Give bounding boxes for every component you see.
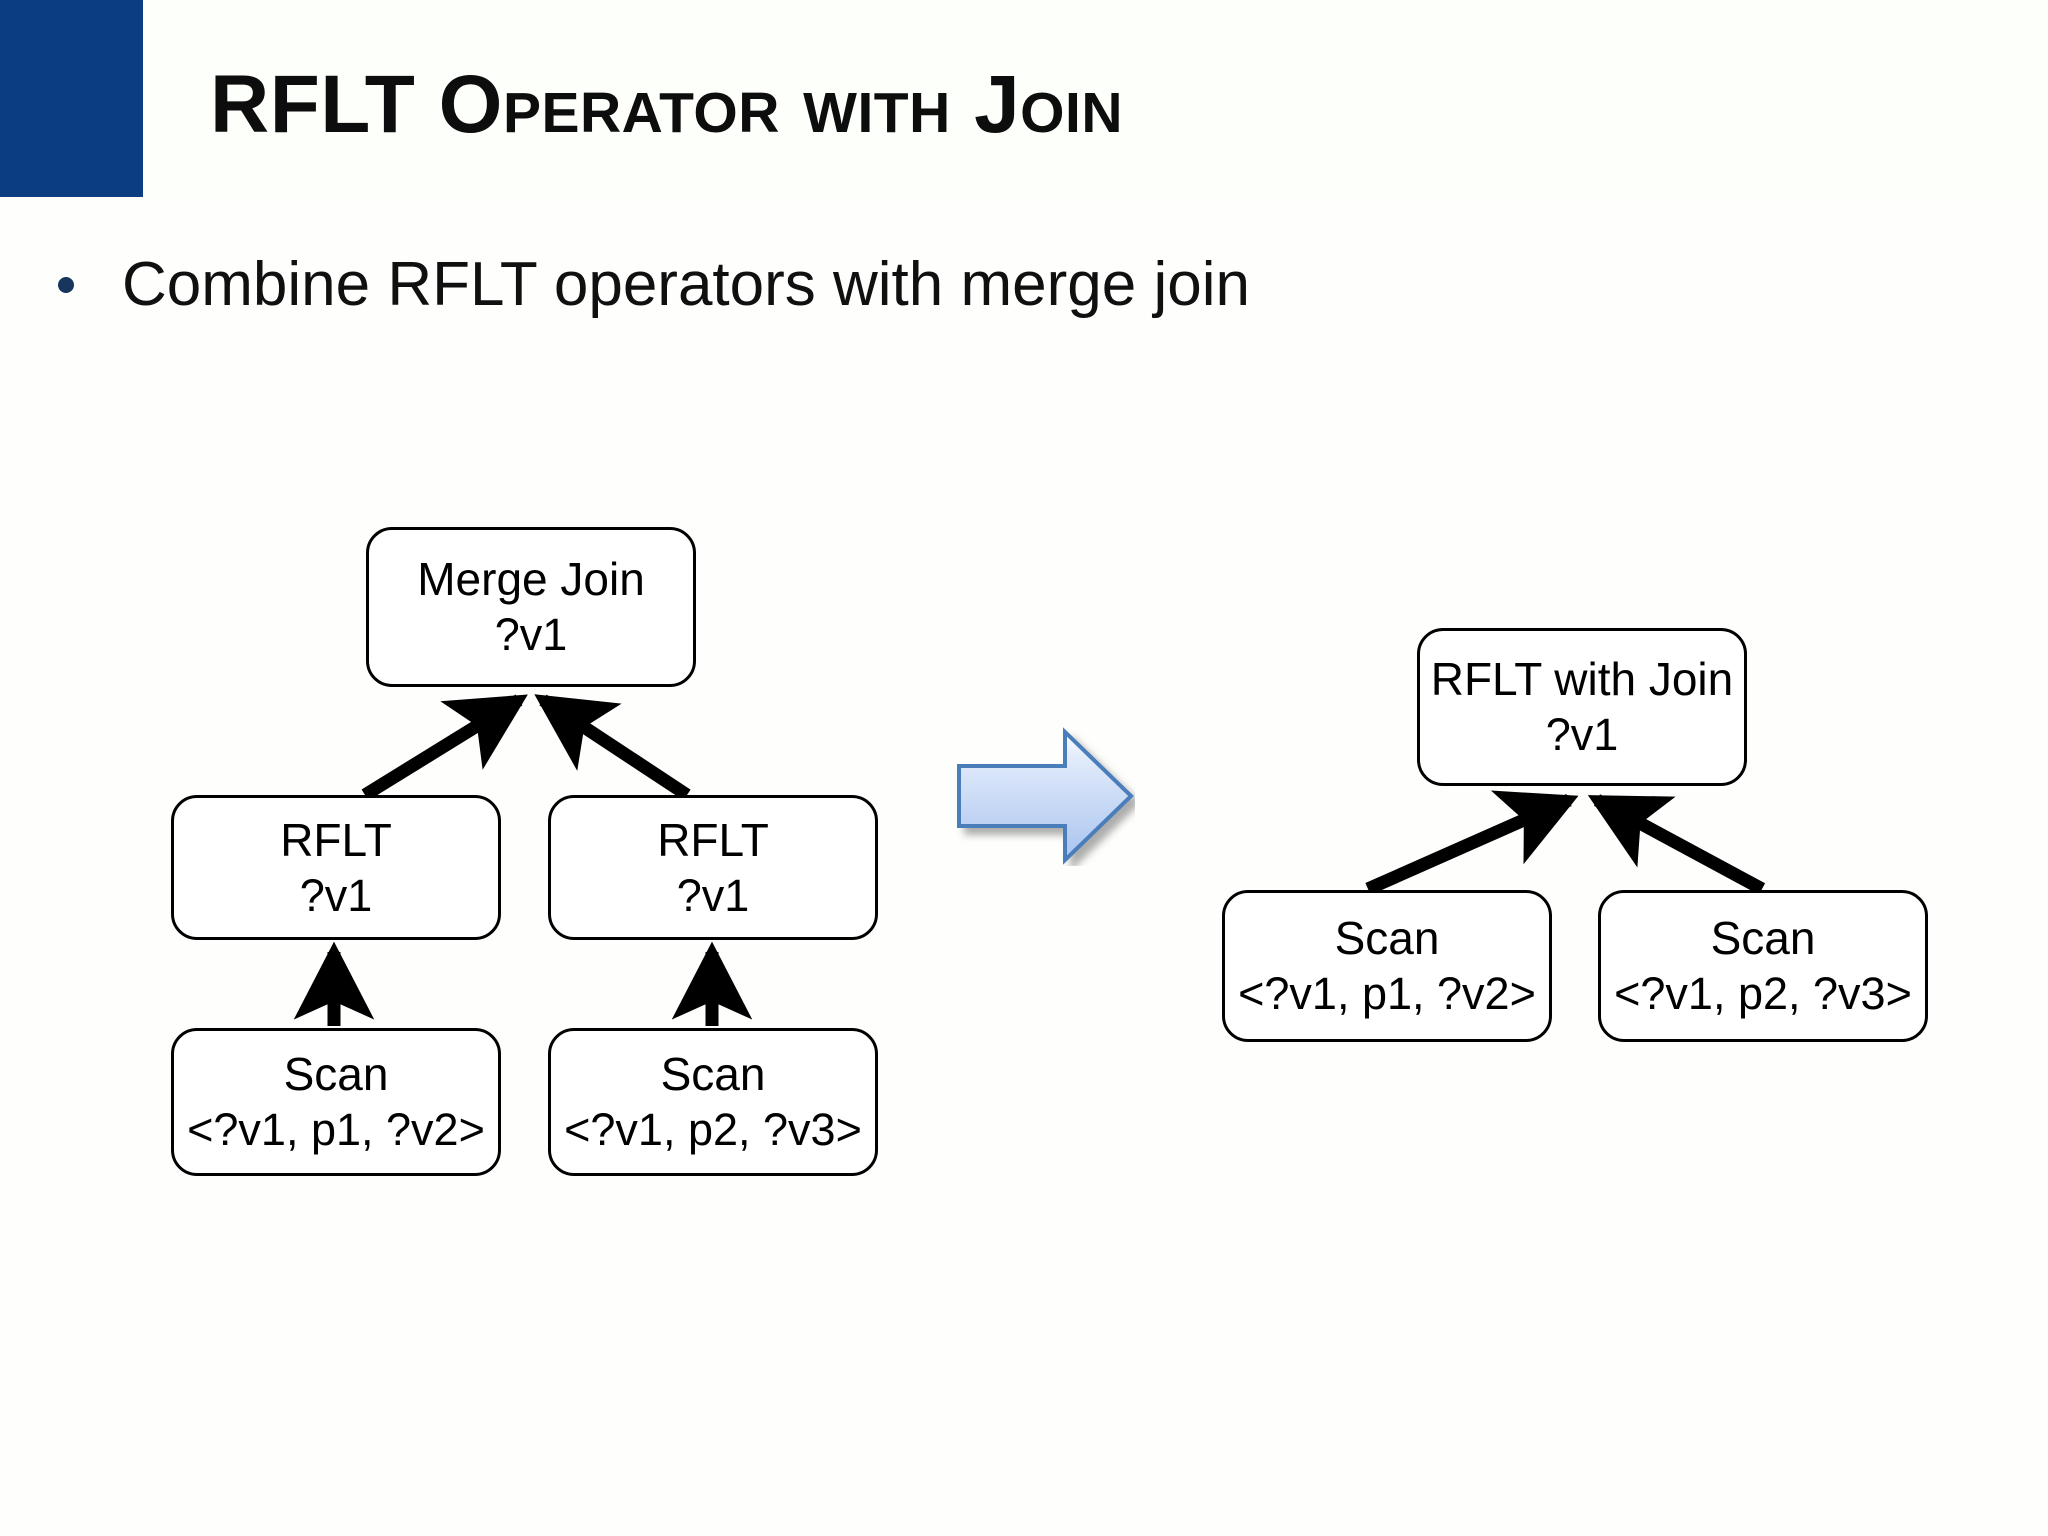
node-title: Scan xyxy=(1710,912,1816,964)
node-scan-right-merged[interactable]: Scan <?v1, p2, ?v3> xyxy=(1598,890,1928,1042)
slide-header: RFLT Operator with Join xyxy=(0,0,2048,198)
node-subtitle: <?v1, p2, ?v3> xyxy=(1614,968,1912,1019)
bullet-list-item: Combine RFLT operators with merge join xyxy=(50,240,1850,330)
node-rflt-left[interactable]: RFLT ?v1 xyxy=(171,795,501,940)
node-title: RFLT xyxy=(280,813,392,866)
node-title: RFLT xyxy=(657,813,769,866)
node-subtitle: <?v1, p1, ?v2> xyxy=(187,1104,485,1155)
page-title: RFLT Operator with Join xyxy=(210,59,1124,150)
node-scan-left-merged[interactable]: Scan <?v1, p1, ?v2> xyxy=(1222,890,1552,1042)
node-title: Scan xyxy=(660,1048,766,1100)
edge-rflt-right-to-merge-join xyxy=(534,694,691,801)
node-scan-left[interactable]: Scan <?v1, p1, ?v2> xyxy=(171,1028,501,1176)
node-subtitle: ?v1 xyxy=(1545,709,1619,760)
node-rflt-right[interactable]: RFLT ?v1 xyxy=(548,795,878,940)
node-title: Scan xyxy=(1334,912,1440,964)
header-accent-block xyxy=(0,0,143,197)
node-merge-join[interactable]: Merge Join ?v1 xyxy=(366,527,696,687)
node-scan-right[interactable]: Scan <?v1, p2, ?v3> xyxy=(548,1028,878,1176)
transform-arrow-icon xyxy=(957,727,1134,865)
edge-scan-right-to-rflt-with-join xyxy=(1587,794,1766,895)
node-rflt-with-join[interactable]: RFLT with Join ?v1 xyxy=(1417,628,1747,786)
edge-rflt-left-to-merge-join xyxy=(361,694,528,801)
bullet-dot-icon xyxy=(58,277,74,293)
node-title: Scan xyxy=(283,1048,389,1100)
node-subtitle: ?v1 xyxy=(676,869,750,921)
edge-scan-left-to-rflt-with-join xyxy=(1365,790,1579,895)
node-title: Merge Join xyxy=(417,553,645,605)
node-subtitle: <?v1, p1, ?v2> xyxy=(1238,968,1536,1019)
node-subtitle: <?v1, p2, ?v3> xyxy=(564,1104,862,1155)
bullet-item-label: Combine RFLT operators with merge join xyxy=(122,250,1250,319)
node-subtitle: ?v1 xyxy=(494,609,568,660)
node-subtitle: ?v1 xyxy=(299,869,373,921)
node-title: RFLT with Join xyxy=(1430,653,1734,705)
